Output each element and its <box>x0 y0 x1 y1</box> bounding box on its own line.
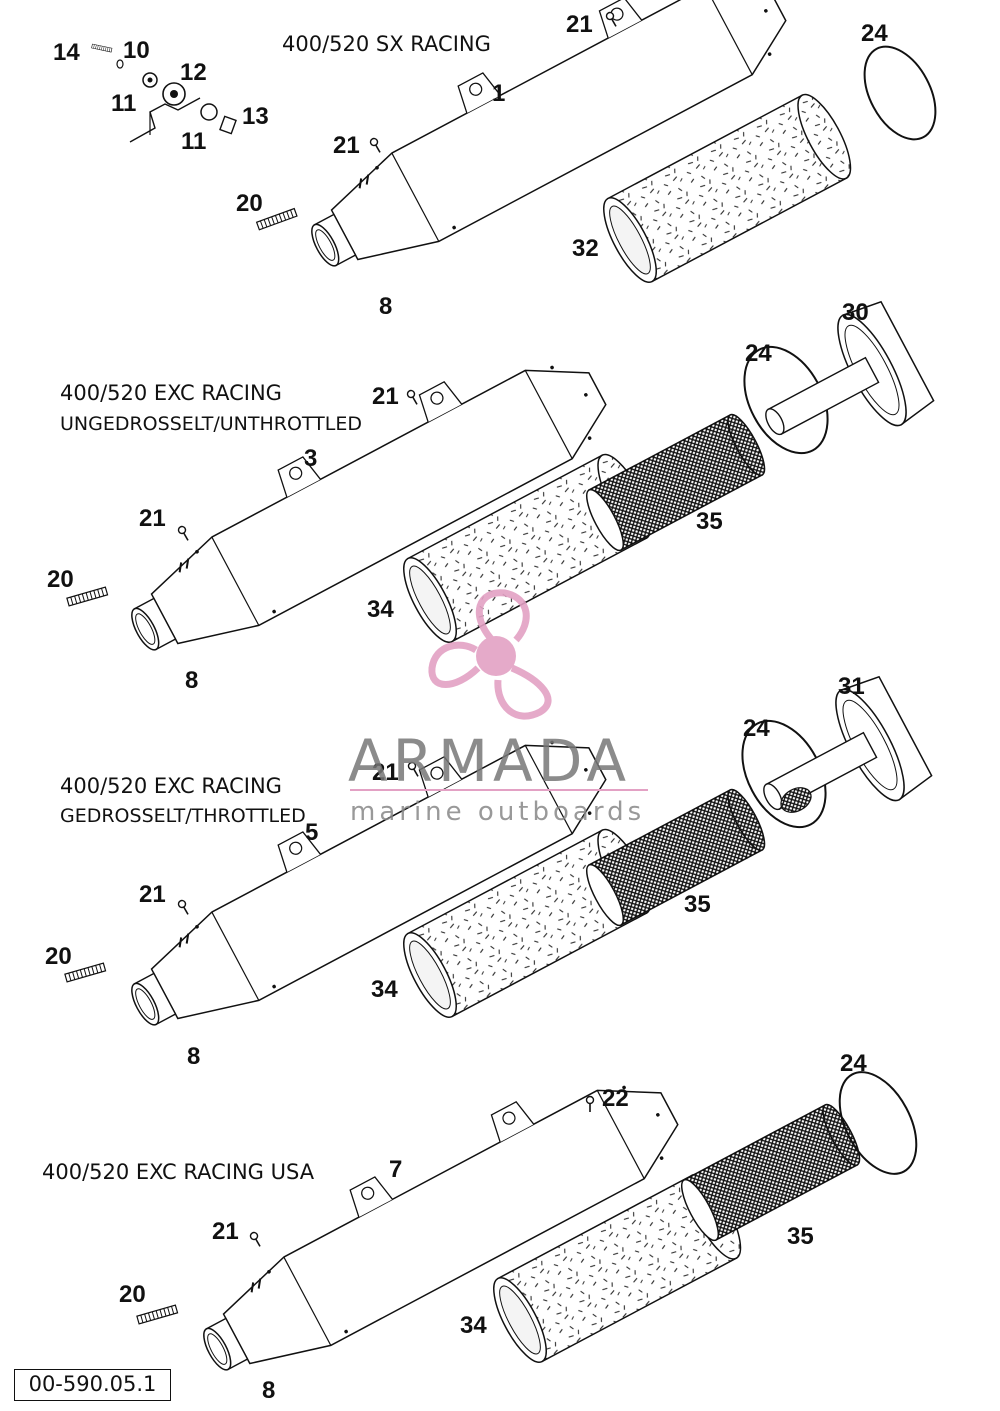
mesh-insert-35 <box>579 409 772 556</box>
part-label-21: 21 <box>566 11 593 38</box>
part-label-31: 31 <box>838 673 865 700</box>
subtitle-throttled: GEDROSSELT/THROTTLED <box>60 805 306 827</box>
part-label-21: 21 <box>139 505 166 532</box>
part-label-32: 32 <box>572 235 599 262</box>
rivet-21 <box>248 1230 264 1249</box>
rivet-21 <box>405 388 421 407</box>
watermark-brand: ARMADA <box>348 727 631 795</box>
part-label-35: 35 <box>787 1223 814 1250</box>
part-label-34: 34 <box>371 976 398 1003</box>
part-label-21: 21 <box>372 759 399 786</box>
end-cap-31 <box>736 670 936 856</box>
end-cap-30 <box>738 295 938 481</box>
watermark-tagline: marine outboards <box>350 797 645 827</box>
part-label-14: 14 <box>53 39 80 66</box>
part-label-35: 35 <box>696 508 723 535</box>
part-label-11: 11 <box>181 128 206 155</box>
part-label-21: 21 <box>372 383 399 410</box>
part-label-21: 21 <box>139 881 166 908</box>
part-label-1: 1 <box>492 80 505 107</box>
part-label-22: 22 <box>602 1085 629 1112</box>
part-label-35: 35 <box>684 891 711 918</box>
rivet-21 <box>176 898 192 917</box>
part-label-8: 8 <box>187 1043 200 1070</box>
part-label-8: 8 <box>185 667 198 694</box>
title-exc-unthrottled: 400/520 EXC RACING <box>60 381 282 405</box>
mesh-insert-35 <box>674 1099 867 1246</box>
part-label-13: 13 <box>242 103 269 130</box>
part-label-12: 12 <box>180 59 207 86</box>
watermark-logo: ARMADA marine outboards <box>348 589 648 827</box>
subtitle-unthrottled: UNGEDROSSELT/UNTHROTTLED <box>60 413 362 435</box>
mount-bracket-detail <box>91 43 237 143</box>
part-label-20: 20 <box>119 1281 146 1308</box>
part-label-7: 7 <box>389 1156 402 1183</box>
part-label-34: 34 <box>367 596 394 623</box>
part-label-5: 5 <box>305 819 318 846</box>
part-label-11: 11 <box>111 90 136 117</box>
part-label-21: 21 <box>333 132 360 159</box>
drawing-code: 00-590.05.1 <box>14 1369 171 1401</box>
part-label-24: 24 <box>840 1050 867 1077</box>
gasket-ring-24 <box>838 1071 918 1175</box>
part-label-20: 20 <box>236 190 263 217</box>
title-exc-throttled: 400/520 EXC RACING <box>60 774 282 798</box>
part-label-24: 24 <box>743 715 770 742</box>
part-label-30: 30 <box>842 299 869 326</box>
part-label-20: 20 <box>45 943 72 970</box>
part-label-10: 10 <box>123 37 150 64</box>
gasket-ring-24 <box>741 719 827 829</box>
gasket-ring-24 <box>863 45 937 141</box>
part-label-3: 3 <box>304 445 317 472</box>
title-exc-usa: 400/520 EXC RACING USA <box>42 1160 315 1184</box>
spark-arrestor-screen <box>780 787 812 813</box>
part-label-24: 24 <box>745 340 772 367</box>
title-sx-racing: 400/520 SX RACING <box>282 32 491 56</box>
part-label-21: 21 <box>212 1218 239 1245</box>
rivet-21 <box>176 524 192 543</box>
propeller-icon <box>428 589 552 720</box>
part-label-20: 20 <box>47 566 74 593</box>
part-label-8: 8 <box>262 1377 275 1404</box>
part-label-8: 8 <box>379 293 392 320</box>
rivet-21 <box>368 136 384 155</box>
part-label-24: 24 <box>861 20 888 47</box>
part-label-34: 34 <box>460 1312 487 1339</box>
